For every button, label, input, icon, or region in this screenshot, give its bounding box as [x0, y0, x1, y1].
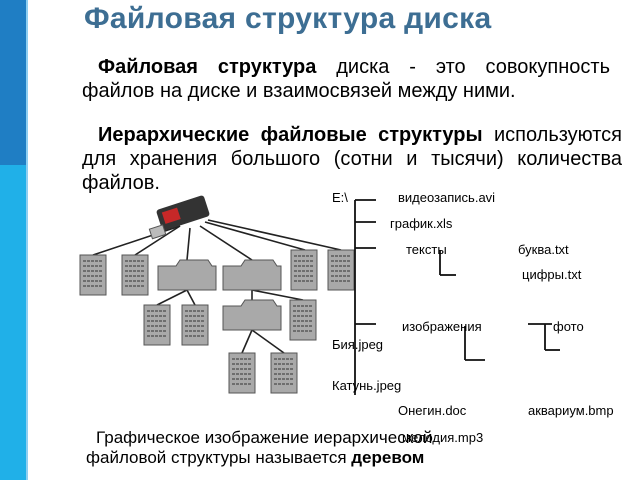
document-icon [289, 299, 317, 341]
sidebar-accent-dark [0, 0, 26, 165]
listing-folder-label: фото [553, 319, 584, 334]
folder-icon [222, 299, 282, 331]
listing-file-label: цифры.txt [522, 267, 582, 282]
hierarchy-paragraph: Иерархические файловые структуры использ… [82, 123, 622, 195]
flash-drive-icon [148, 195, 210, 240]
listing-folder-label: тексты [406, 242, 447, 257]
document-icon [228, 352, 256, 394]
hierarchy-text: используются для хранения большого (сотн… [82, 124, 623, 194]
listing-file-label: Бия.jpeg [332, 337, 384, 352]
folder-icon [157, 259, 217, 291]
listing-file-label: видеозапись.avi [398, 190, 496, 205]
tree-connectors [92, 219, 342, 354]
caption-text: Графическое изображение иерархической фа… [86, 428, 433, 467]
definition-term: Файловая структура [98, 56, 317, 78]
document-icon [143, 304, 171, 346]
listing-file-label: график.xls [390, 216, 453, 231]
sidebar-divider [26, 0, 28, 480]
listing-file-label: Онегин.doc [398, 403, 467, 418]
definition-paragraph: Файловая структура диска - это совокупно… [82, 55, 610, 103]
document-icon [327, 249, 355, 291]
definition-text: диска - это совокупность файлов на диске… [82, 56, 610, 102]
listing-root-label: E:\ [332, 190, 348, 205]
caption-term: деревом [351, 448, 425, 467]
listing-folder-label: изображения [402, 319, 482, 334]
slide-title: Файловая структура диска [84, 2, 492, 35]
document-icon [79, 254, 107, 296]
listing-file-label: аквариум.bmp [528, 403, 614, 418]
listing-tree-lines [354, 199, 560, 395]
listing-file-label: мелодия.mp3 [402, 430, 484, 445]
listing-file-label: буква.txt [518, 242, 569, 257]
document-icon [181, 304, 209, 346]
tree-caption: Графическое изображение иерархической фа… [86, 428, 466, 468]
listing-file-label: Катунь.jpeg [332, 378, 402, 393]
document-icon [270, 352, 298, 394]
document-icon [121, 254, 149, 296]
sidebar-accent-light [0, 165, 26, 480]
document-icon [290, 249, 318, 291]
folder-icon [222, 259, 282, 291]
hierarchy-term: Иерархические файловые структуры [98, 124, 483, 146]
